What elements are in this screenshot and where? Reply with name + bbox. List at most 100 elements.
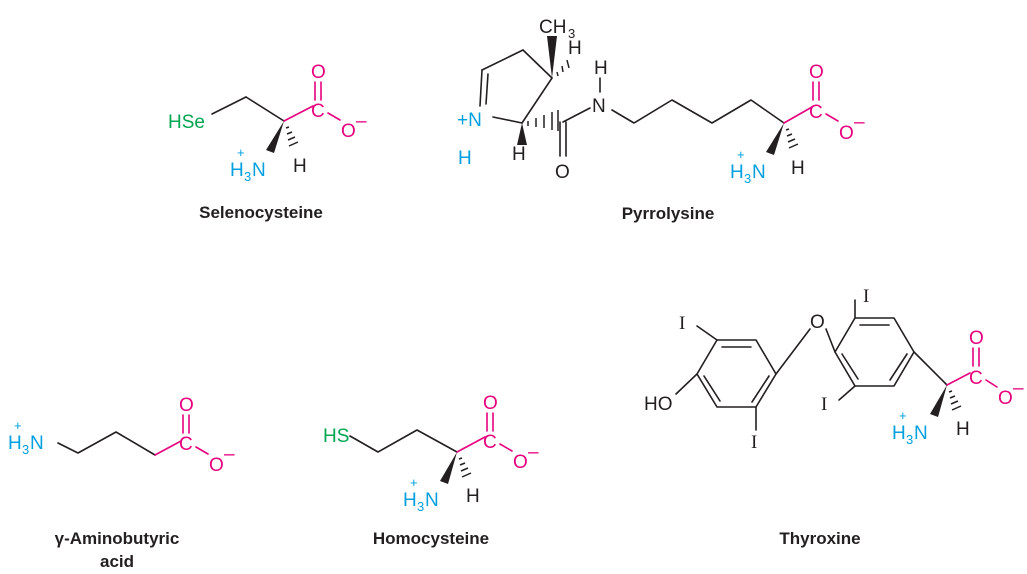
atom-h3n-3: 3: [744, 171, 751, 186]
charge-plus: +: [737, 147, 745, 162]
bond-c-ominus: [985, 379, 998, 388]
atom-o-minus: O: [209, 455, 224, 476]
bond-c-ominus: [825, 113, 839, 122]
bond-i-br: [838, 385, 856, 401]
charge-minus: –: [854, 112, 865, 133]
bond-calpha-c: [456, 436, 486, 453]
charge-minus: –: [356, 111, 367, 132]
atom-o-amide: O: [555, 162, 570, 183]
atom-h-n: H: [458, 148, 472, 169]
charge-plus: +: [237, 145, 245, 160]
bond-se-ch2: [211, 96, 247, 115]
hash-h: [785, 128, 799, 149]
charge-minus: –: [224, 444, 235, 465]
wedge-nh3: [266, 121, 284, 153]
atom-o-top: O: [969, 328, 984, 349]
atom-plus-n: +N: [457, 110, 482, 131]
hash-h: [285, 126, 299, 147]
atom-h3n-n: N: [425, 490, 439, 511]
atom-o-bridge: O: [810, 312, 825, 333]
atom-c: C: [809, 102, 823, 123]
wedge-nh3: [440, 452, 457, 484]
ring-left-double-2: [751, 375, 770, 403]
atom-o-top: O: [483, 393, 498, 414]
bond-chain: [611, 99, 785, 124]
atom-h-top: H: [568, 38, 582, 59]
atom-o-minus: O: [998, 388, 1013, 409]
bond-ring-5b: [485, 73, 489, 105]
thyroxine-structure: I I I I O HO O C O – + H 3 N H: [644, 286, 1024, 453]
bond-ring-3: [521, 77, 553, 124]
bond-o-ring: [825, 328, 836, 353]
atom-h: H: [466, 486, 480, 507]
atom-h3n-3: 3: [22, 442, 29, 457]
atom-c: C: [179, 434, 193, 455]
wedge-nh3: [766, 123, 784, 155]
bond-ring-o: [775, 328, 811, 375]
atom-c: C: [311, 101, 325, 122]
atom-h3n-3: 3: [906, 432, 913, 447]
homocysteine-structure: HS O C O – + H 3 N H: [323, 393, 539, 514]
gaba-structure: + H 3 N O C O –: [8, 395, 235, 476]
bond-i-tl: [696, 325, 718, 341]
wedge-h-alpha: [517, 123, 527, 145]
atom-h: H: [293, 156, 307, 177]
bond-ring-5a: [479, 69, 483, 107]
atom-i-br: I: [821, 394, 827, 415]
hash-carbonyl: [527, 110, 559, 131]
atom-o-minus: O: [341, 121, 356, 142]
bond-ch2-calpha: [245, 96, 285, 122]
bond-chain: [349, 429, 458, 453]
bond-ring-1: [481, 49, 524, 71]
atom-nh-n: N: [592, 96, 606, 117]
atom-h3n-3: 3: [244, 169, 251, 184]
caption-gaba-line1: γ-Aminobutyric: [55, 529, 180, 548]
bond-ring-2: [522, 49, 553, 79]
caption-pyrrolysine: Pyrrolysine: [622, 204, 715, 223]
atom-h3n-h: H: [8, 433, 22, 454]
bond-ring-calpha: [913, 351, 948, 386]
ring-left: [696, 339, 777, 408]
atom-o-top: O: [809, 62, 824, 83]
atom-h: H: [956, 419, 970, 440]
charge-minus: –: [1013, 378, 1024, 399]
atom-h3n-h: H: [403, 490, 417, 511]
hash-h: [458, 457, 472, 478]
atom-c: C: [969, 368, 983, 389]
atom-h3n-h: H: [730, 162, 744, 183]
atom-c: C: [483, 432, 497, 453]
bond-calpha-c: [283, 105, 314, 122]
charge-plus: +: [899, 408, 907, 423]
charge-plus: +: [14, 418, 22, 433]
ring-right-double-3: [841, 353, 859, 380]
atom-h-alpha: H: [512, 144, 526, 165]
atom-i-bl: I: [751, 432, 757, 453]
atom-hse: HSe: [168, 112, 205, 133]
bond-chain: [57, 431, 156, 456]
ring-right-double-2: [889, 353, 908, 381]
atom-h3n-n: N: [752, 162, 766, 183]
charge-plus: +: [410, 475, 418, 490]
bond-ring-4: [492, 116, 523, 124]
atom-ch3-c: CH: [539, 17, 566, 38]
atom-h: H: [791, 158, 805, 179]
atom-i-tr: I: [863, 286, 869, 307]
selenocysteine-structure: HSe O C O – + H 3 N H: [168, 62, 367, 184]
bond-c-n: [562, 107, 591, 123]
wedge-nh3: [930, 385, 947, 417]
atom-h3n-n: N: [252, 160, 266, 181]
hash-h-top: [556, 59, 570, 77]
ring-right: [834, 317, 915, 387]
bond-c-ominus: [195, 446, 209, 455]
charge-minus: –: [528, 442, 539, 463]
caption-gaba-line2: acid: [100, 552, 134, 571]
wedge-ch3: [547, 36, 557, 78]
bond-calpha-c: [783, 106, 813, 124]
ring-left-double-3: [703, 375, 721, 402]
bond-ch2-c: [154, 440, 182, 456]
bond-c-ominus: [327, 112, 341, 121]
atom-h3n-3: 3: [417, 499, 424, 514]
atom-h3n-n: N: [30, 433, 44, 454]
